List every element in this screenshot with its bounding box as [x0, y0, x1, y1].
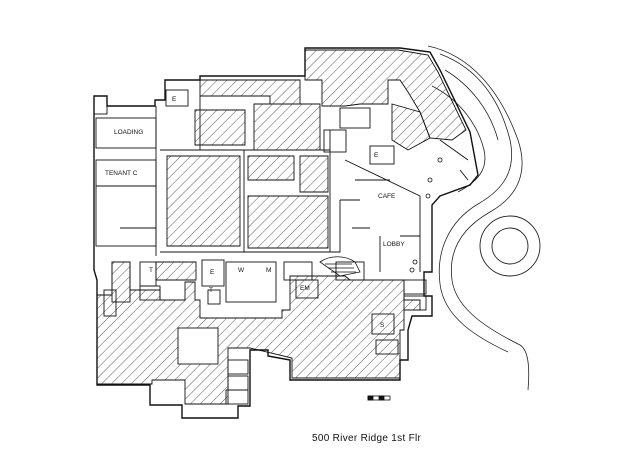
- m-label: M: [266, 267, 271, 274]
- t-label-left: T: [149, 267, 153, 274]
- e-label-top: E: [172, 96, 177, 103]
- em-label: EM: [300, 285, 310, 292]
- north-circle-icon: [479, 215, 541, 277]
- interior-walls: [93, 89, 427, 405]
- building-outline: [93, 47, 479, 419]
- lobby-label: LOBBY: [383, 241, 405, 248]
- hatched-areas: [96, 49, 467, 405]
- drawing-title: 500 River Ridge 1st Flr: [312, 433, 422, 444]
- room-labels: LOADING TENANT C CAFE LOBBY EM S E E E T…: [105, 96, 405, 329]
- t-label-core: T: [209, 287, 213, 294]
- corridor-lines: [120, 96, 469, 272]
- cafe-label: CAFE: [378, 193, 396, 200]
- e-label-core: E: [210, 269, 215, 276]
- s-label: S: [380, 322, 385, 329]
- e-label-right: E: [374, 152, 379, 159]
- lobby-stair: [319, 157, 443, 277]
- scale-bar-icon: [367, 395, 391, 401]
- tenant-c-label: TENANT C: [105, 170, 138, 177]
- loading-label: LOADING: [114, 129, 143, 136]
- site-roads: [427, 45, 530, 391]
- w-label: W: [238, 267, 245, 274]
